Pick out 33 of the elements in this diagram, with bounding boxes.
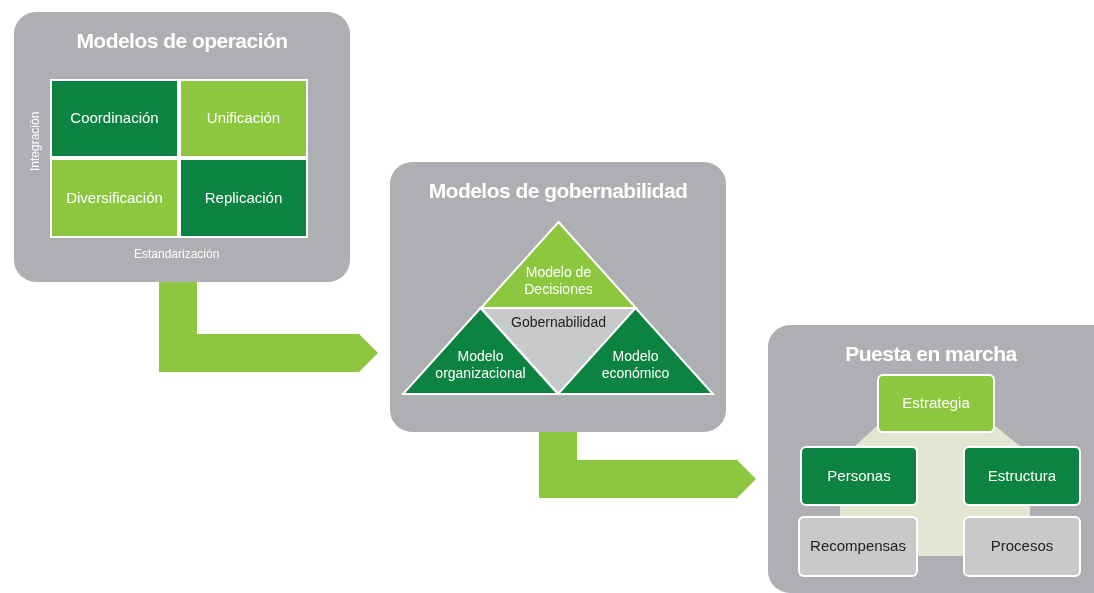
segment-label: Modelo de Decisiones (523, 264, 594, 298)
cell-label: Replicación (204, 187, 283, 208)
segment-label: Gobernabilidad (511, 314, 606, 331)
panel (390, 162, 726, 432)
quadrant-cell (50, 158, 179, 238)
box-label: Estructura (987, 465, 1057, 486)
panel (768, 325, 1094, 593)
triangle-segment (481, 222, 636, 308)
panel-title: Modelos de gobernabilidad (428, 178, 688, 204)
quadrant-cell (179, 79, 308, 158)
axis-label: Integración (27, 111, 43, 171)
rounded-box (800, 446, 918, 506)
bent-arrow (159, 282, 378, 373)
box-label: Estrategia (902, 393, 970, 414)
panel-title: Puesta en marcha (845, 341, 1017, 367)
quadrant-cell (50, 79, 179, 158)
box-label: Recompensas (810, 536, 906, 557)
cell-label: Diversificación (66, 187, 163, 208)
cell-label: Coordinación (70, 108, 159, 129)
panel-title: Modelos de operación (76, 28, 288, 54)
axis-label: Estandarización (134, 246, 220, 263)
rounded-box (963, 446, 1081, 506)
box-label: Personas (827, 465, 891, 486)
rounded-box (798, 516, 918, 577)
bent-arrow (539, 432, 756, 499)
panel (14, 12, 350, 282)
rounded-box (877, 374, 995, 433)
cell-label: Unificación (206, 108, 281, 129)
segment-label: Modelo económico (600, 348, 671, 382)
quadrant-cell (179, 158, 308, 238)
rounded-box (963, 516, 1081, 577)
box-label: Procesos (990, 536, 1054, 557)
segment-label: Modelo organizacional (434, 348, 527, 382)
